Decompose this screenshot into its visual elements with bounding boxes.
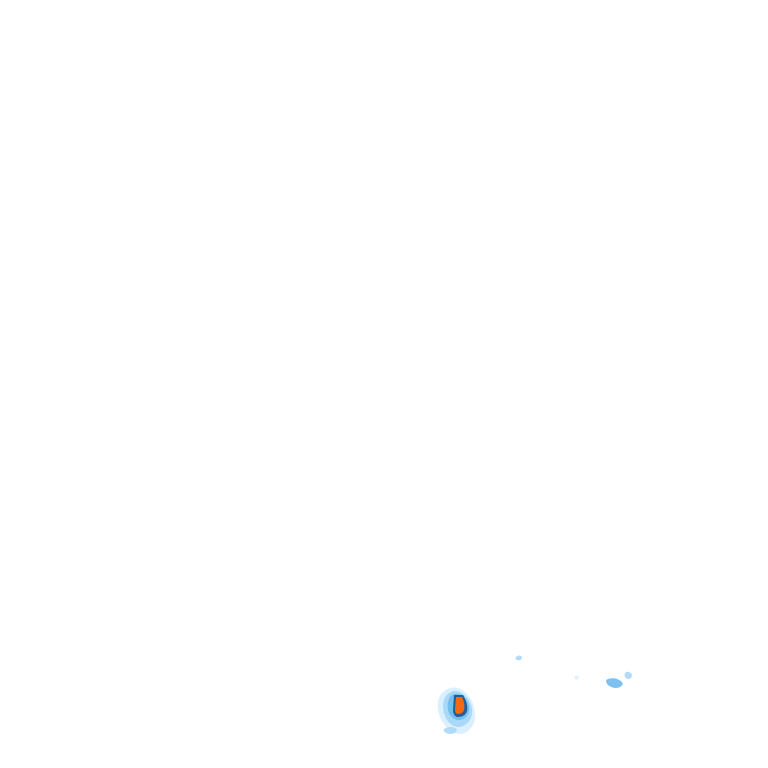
main-blob-group (437, 687, 476, 734)
small-blob-left-bottom (443, 726, 457, 734)
small-blob-right-faint (574, 675, 579, 680)
small-blob-right-main (606, 678, 623, 688)
small-blob-right-secondary (624, 671, 632, 680)
main-blob-core (455, 697, 465, 714)
small-blob-top (515, 655, 522, 661)
